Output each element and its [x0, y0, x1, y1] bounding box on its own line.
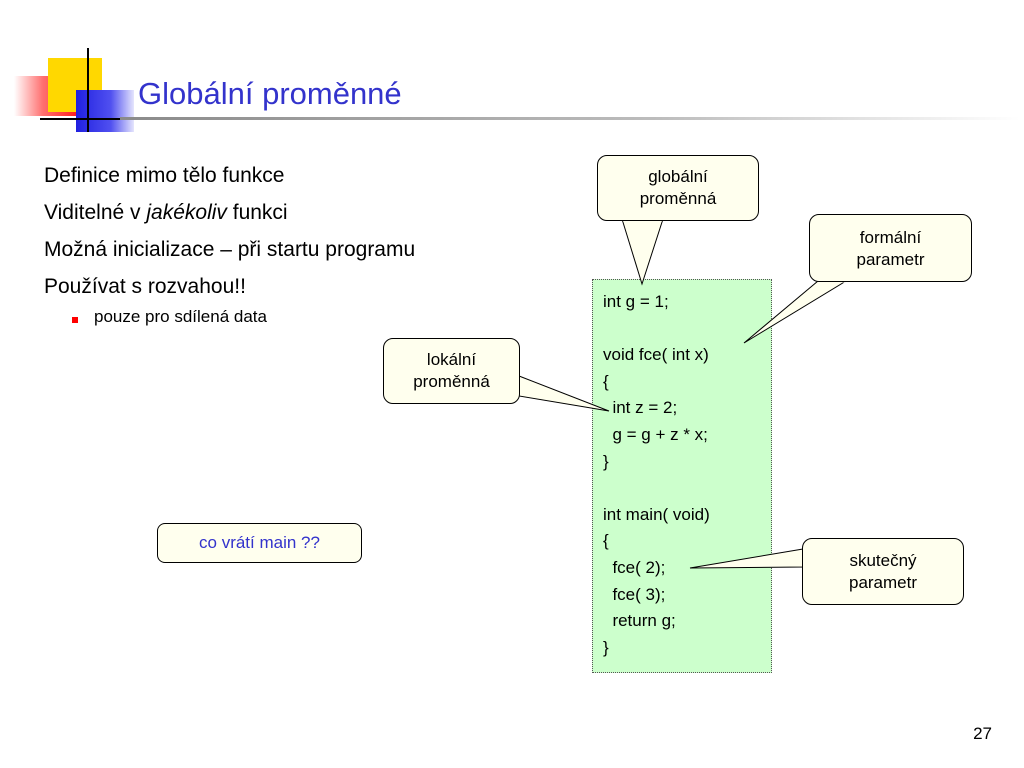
code-listing: int g = 1; void fce( int x) { int z = 2;… — [603, 292, 710, 657]
sub-bullet-marker — [72, 317, 78, 323]
pointer-formal — [743, 280, 848, 344]
callout-global-line2: proměnná — [639, 189, 717, 208]
page-number: 27 — [973, 724, 992, 743]
callout-local-line2: proměnná — [413, 372, 490, 391]
bullet-definition: Definice mimo tělo funkce — [44, 164, 285, 187]
logo-vertical-line — [87, 48, 89, 132]
callout-formal-parameter: formální parametr — [809, 214, 972, 282]
pointer-global — [621, 218, 664, 286]
pointer-local — [518, 375, 610, 412]
logo-horizontal-line — [40, 118, 160, 120]
callout-local-variable: lokální proměnná — [383, 338, 520, 404]
callout-actual-line2: parametr — [848, 573, 918, 592]
callout-actual-parameter: skutečný parametr — [802, 538, 964, 605]
callout-actual-line1: skutečný — [849, 551, 917, 570]
callout-formal-line2: parametr — [856, 250, 925, 269]
logo-blue-square — [76, 90, 134, 132]
bullet-visibility-emphasis: jakékoliv — [146, 201, 227, 224]
pointer-actual — [689, 548, 804, 569]
slide-title: Globální proměnné — [138, 76, 402, 111]
bullet-initialization: Možná inicializace – při startu programu — [44, 238, 416, 261]
sub-bullet-shared-data: pouze pro sdílená data — [94, 307, 267, 326]
bullet-visibility: Viditelné v jakékoliv funkci — [44, 194, 415, 231]
bullet-visibility-prefix: Viditelné v — [44, 201, 147, 224]
bullet-visibility-suffix: funkci — [226, 201, 288, 224]
callout-global-line1: globální — [648, 167, 708, 186]
title-underline — [120, 117, 1020, 120]
callout-local-line1: lokální — [426, 350, 477, 369]
bullet-list: Definice mimo tělo funkce Viditelné v ja… — [44, 157, 415, 305]
bullet-caution: Používat s rozvahou!! — [44, 275, 246, 298]
code-box — [592, 279, 772, 673]
callout-global-variable: globální proměnná — [597, 155, 759, 221]
callout-formal-line1: formální — [859, 228, 922, 247]
question-box: co vrátí main ?? — [157, 523, 362, 563]
